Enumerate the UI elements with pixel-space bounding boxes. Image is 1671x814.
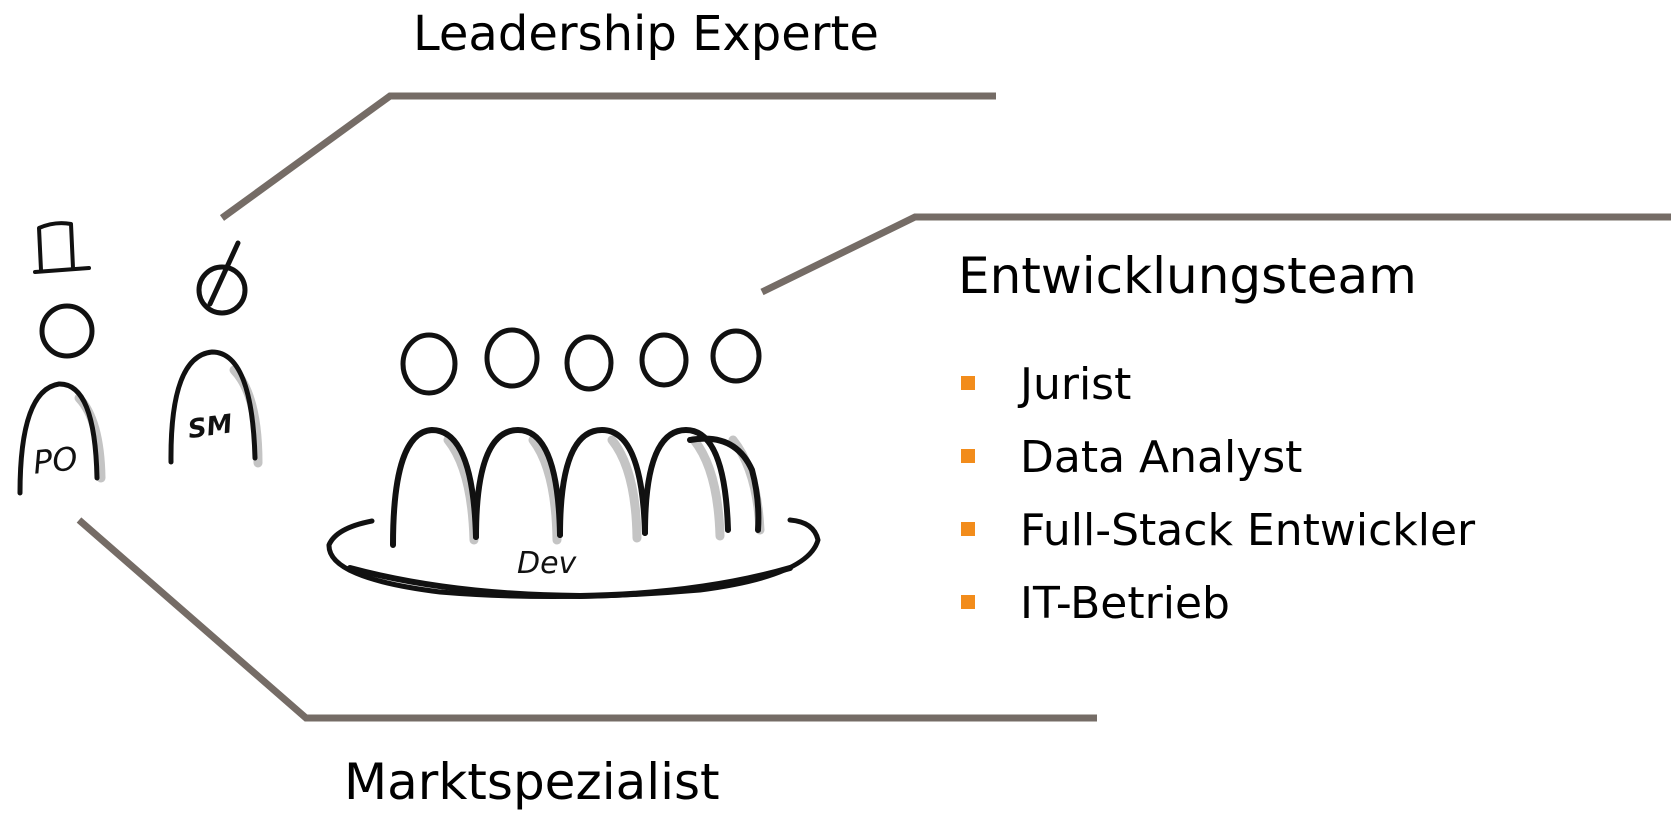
dev-heads [400, 327, 762, 396]
role-item: Full-Stack Entwickler [958, 494, 1475, 567]
dev-head-icon [484, 327, 540, 389]
square-bullet-icon [961, 449, 975, 463]
dev-body-icon [557, 427, 648, 538]
square-bullet-icon [961, 595, 975, 609]
scrum-master-figure: SM [168, 240, 263, 468]
market-specialist-label: Marktspezialist [344, 753, 720, 811]
dev-team-figure: Dev [326, 327, 821, 600]
team-role-list: Jurist Data Analyst Full-Stack Entwickle… [958, 348, 1475, 640]
role-item: Jurist [958, 348, 1475, 421]
development-team-title: Entwicklungsteam [958, 247, 1417, 305]
leadership-expert-label: Leadership Experte [413, 6, 879, 62]
dev-head-icon [400, 332, 458, 396]
square-bullet-icon [961, 376, 975, 390]
role-label: Data Analyst [1020, 432, 1303, 483]
dev-body-icon [390, 427, 479, 548]
leadership-connector [219, 92, 996, 221]
dev-tag: Dev [517, 546, 578, 581]
market-connector [76, 517, 1097, 722]
sm-body-icon [168, 349, 258, 465]
top-hat-icon [33, 221, 91, 274]
sm-head-icon [196, 264, 248, 316]
dev-head-icon [639, 332, 689, 388]
po-head-icon [39, 303, 95, 359]
dev-head-icon [710, 328, 762, 384]
role-item: Data Analyst [958, 421, 1475, 494]
role-label: IT-Betrieb [1020, 578, 1230, 629]
sm-hair-icon [207, 240, 241, 307]
dev-bodies [390, 427, 762, 548]
role-label: Full-Stack Entwickler [1020, 505, 1476, 556]
role-item: IT-Betrieb [958, 567, 1475, 640]
sm-tag: SM [186, 409, 234, 445]
team-connector [760, 213, 1671, 296]
connector-lines [76, 92, 1671, 722]
dev-body-icon [642, 427, 731, 536]
po-body-icon [17, 381, 100, 496]
role-label: Jurist [1020, 359, 1132, 410]
dev-body-icon [473, 427, 563, 540]
square-bullet-icon [961, 522, 975, 536]
dev-head-icon [564, 334, 614, 392]
product-owner-figure: PO [17, 221, 106, 496]
po-tag: PO [31, 439, 79, 481]
dev-body-icon [687, 435, 762, 533]
dev-table-front-icon [347, 565, 793, 599]
